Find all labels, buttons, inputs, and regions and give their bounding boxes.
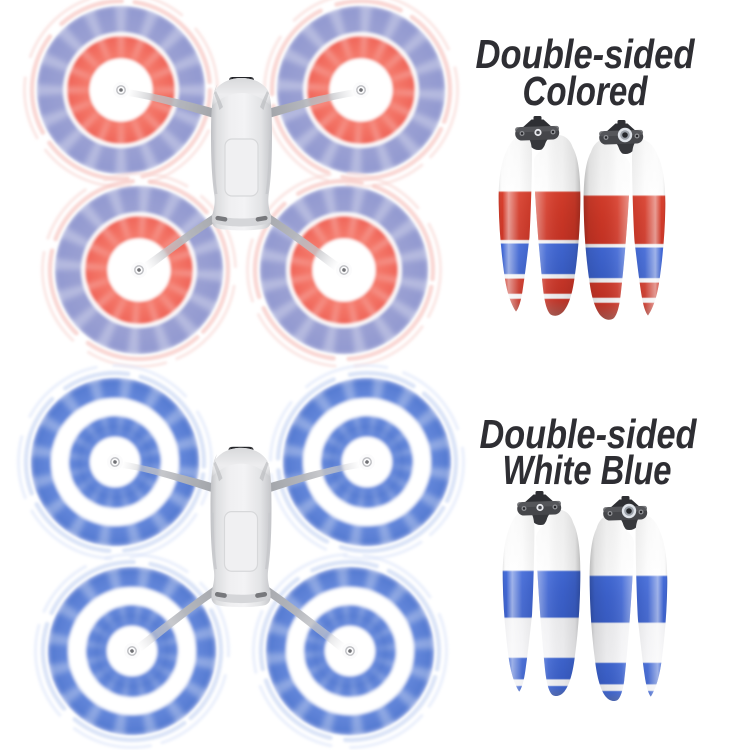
svg-text:Colored: Colored (523, 68, 649, 114)
svg-text:Double-sided: Double-sided (476, 31, 696, 77)
svg-text:White Blue: White Blue (503, 447, 672, 493)
svg-text:Double-sided: Double-sided (480, 411, 698, 457)
